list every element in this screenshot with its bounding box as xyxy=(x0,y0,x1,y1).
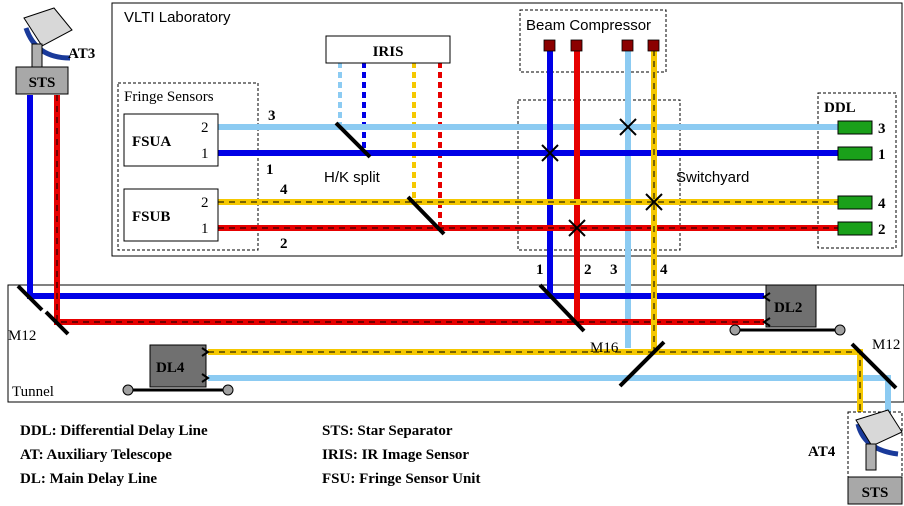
switchyard-label: Switchyard xyxy=(676,169,749,186)
iris-feed-beams xyxy=(338,62,442,228)
m16-mirror xyxy=(538,283,586,333)
fsub-port-1: 1 xyxy=(201,221,209,237)
fsua-label: FSUA xyxy=(132,134,171,150)
hk-split-mirror-top xyxy=(334,121,372,159)
fringe-sensors-box xyxy=(117,82,259,251)
beam-number-fsua-3: 3 xyxy=(268,108,276,124)
beam-number-vertical-2: 2 xyxy=(584,262,592,278)
fsub-box xyxy=(123,188,219,242)
legend-fsu: FSU: Fringe Sensor Unit xyxy=(322,471,480,487)
vlti-lab-title: VLTI Laboratory xyxy=(124,9,231,26)
beam-number-ddl-1: 1 xyxy=(878,147,886,163)
beam-compressor-ports xyxy=(543,39,660,52)
at4-telescope-icon xyxy=(855,409,903,471)
tunnel-title: Tunnel xyxy=(12,384,54,400)
ddl-units xyxy=(837,120,873,236)
beam-number-ddl-3: 3 xyxy=(878,121,886,137)
switchyard-crossings xyxy=(541,118,663,237)
at4-label: AT4 xyxy=(808,444,836,460)
beam-number-fsua-1: 1 xyxy=(266,162,274,178)
m16-label: M16 xyxy=(590,340,619,356)
legend: DDL: Differential Delay Line AT: Auxilia… xyxy=(20,423,480,487)
beam-number-vertical-3: 3 xyxy=(610,262,618,278)
m12-right-label: M12 xyxy=(872,337,900,353)
sts-label-at3: STS xyxy=(29,75,56,91)
m12-left-mirror-2 xyxy=(44,310,70,336)
legend-dl: DL: Main Delay Line xyxy=(20,471,157,487)
fsua-box xyxy=(123,113,219,167)
legend-ddl: DDL: Differential Delay Line xyxy=(20,423,208,439)
iris-label: IRIS xyxy=(373,44,404,60)
dl2-cart xyxy=(729,284,846,336)
dl2-label: DL2 xyxy=(774,300,802,316)
switchyard-box xyxy=(517,99,681,251)
fsua-port-1: 1 xyxy=(201,146,209,162)
dl4-cart xyxy=(122,344,234,396)
sts-label-at4: STS xyxy=(862,485,889,501)
sts-box-at4 xyxy=(847,476,903,505)
fsub-label: FSUB xyxy=(132,209,170,225)
beam-number-ddl-4: 4 xyxy=(878,196,886,212)
tunnel-box xyxy=(7,284,904,403)
mirrors xyxy=(16,121,898,390)
hk-split-mirror-bottom xyxy=(406,195,446,236)
hk-split-label: H/K split xyxy=(324,169,381,186)
fringe-sensors-title: Fringe Sensors xyxy=(124,89,214,105)
m-lightblue-mirror xyxy=(618,340,666,388)
sts-box-at3 xyxy=(15,66,69,95)
at3-label: AT3 xyxy=(68,46,95,62)
ddl-box xyxy=(817,92,897,249)
beam-compressor-box xyxy=(519,9,667,73)
legend-iris: IRIS: IR Image Sensor xyxy=(322,447,469,463)
beam-number-ddl-2: 2 xyxy=(878,222,886,238)
iris-box xyxy=(325,35,451,64)
dl4-label: DL4 xyxy=(156,360,185,376)
m12-left-mirror xyxy=(16,284,44,312)
beam-compressor-title: Beam Compressor xyxy=(526,17,651,34)
ddl-title: DDL xyxy=(824,100,856,116)
m12-right-mirror xyxy=(850,342,898,390)
beam-number-fsub-4: 4 xyxy=(280,182,288,198)
fsua-port-2: 2 xyxy=(201,120,209,136)
fsub-port-2: 2 xyxy=(201,195,209,211)
beam-number-vertical-1: 1 xyxy=(536,262,544,278)
legend-at: AT: Auxiliary Telescope xyxy=(20,447,172,463)
legend-sts: STS: Star Separator xyxy=(322,423,453,439)
beam-number-fsub-2: 2 xyxy=(280,236,288,252)
beam-number-vertical-4: 4 xyxy=(660,262,668,278)
at3-telescope-icon xyxy=(23,7,73,69)
m12-left-label: M12 xyxy=(8,328,36,344)
